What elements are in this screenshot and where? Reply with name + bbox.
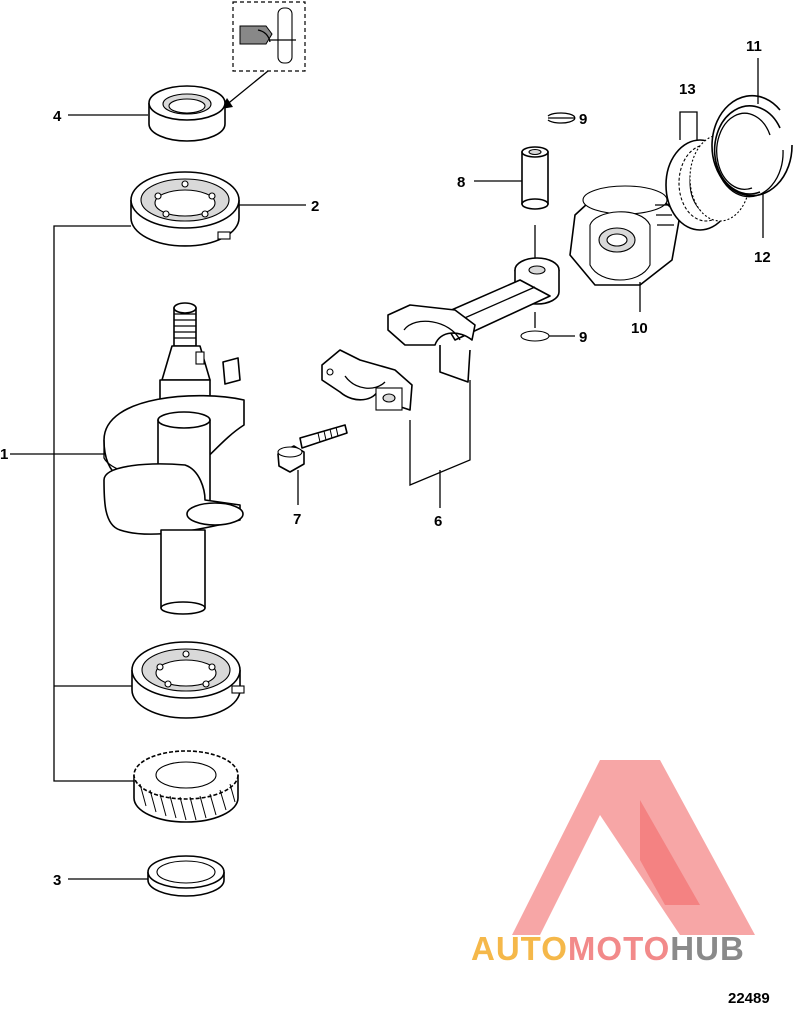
- watermark-moto: MOTO: [568, 930, 670, 967]
- connecting-rod-part-6: [321, 257, 560, 508]
- callout-11: 11: [746, 38, 762, 55]
- callout-12: 12: [754, 249, 771, 266]
- callout-4: 4: [53, 108, 62, 125]
- reference-number: 22489: [728, 990, 770, 1007]
- callout-9-bottom: 9: [579, 329, 587, 346]
- lower-bearing: [131, 641, 245, 719]
- callout-7: 7: [293, 511, 301, 528]
- callout-1: 1: [0, 446, 8, 463]
- callout-10: 10: [631, 320, 648, 337]
- washer-part-3: [147, 855, 225, 897]
- watermark-hub: HUB: [670, 930, 745, 967]
- oil-seal-part-4: [148, 85, 226, 142]
- left-leader-lines: [10, 114, 575, 880]
- svg-text:AUTOMOTOHUB: AUTOMOTOHUB: [471, 930, 745, 967]
- compression-rings-part-11-12: [711, 58, 793, 238]
- automotohub-watermark-logo: AUTOMOTOHUB: [471, 760, 755, 967]
- callout-13: 13: [679, 81, 696, 98]
- watermark-auto: AUTO: [471, 930, 568, 967]
- piston-pin-part-8: [521, 146, 549, 258]
- crankshaft-gear: [133, 750, 239, 823]
- crankshaft-part-1: [103, 302, 245, 615]
- bolt-part-7: [277, 424, 348, 505]
- callout-2: 2: [311, 198, 319, 215]
- callout-8: 8: [457, 174, 465, 191]
- upper-bearing-part-2: [130, 171, 240, 247]
- circlip-part-9-bottom: [520, 312, 550, 342]
- seal-detail-inset: [221, 1, 306, 109]
- callout-3: 3: [53, 872, 61, 889]
- callout-6: 6: [434, 513, 442, 530]
- callout-9-top: 9: [579, 111, 587, 128]
- piston-part-10: [569, 185, 681, 312]
